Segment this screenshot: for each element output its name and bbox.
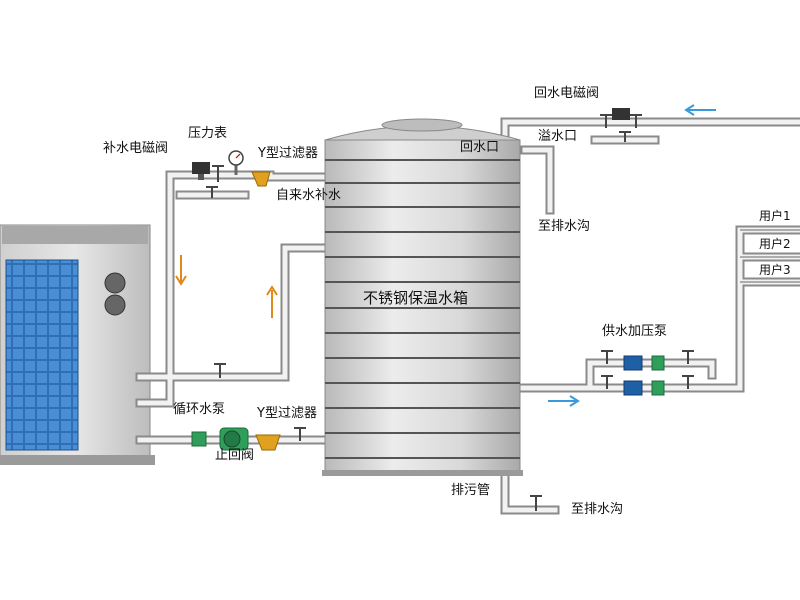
makeup-solenoid-valve [192, 162, 210, 180]
bypass-valve-top [206, 186, 218, 198]
label-user-2: 用户2 [759, 237, 791, 251]
label-return-valve: 回水电磁阀 [534, 86, 600, 101]
label-circ-pump: 循环水泵 [173, 402, 226, 417]
gate-valve-bottom [294, 427, 306, 441]
user-branch-lines [740, 229, 800, 283]
flow-arrow-up [266, 285, 278, 318]
label-makeup-valve: 补水电磁阀 [103, 141, 169, 156]
label-to-drain-bottom: 至排水沟 [571, 502, 624, 517]
label-tap-water: 自来水补水 [276, 188, 342, 203]
label-supply-pump: 供水加压泵 [602, 324, 668, 339]
label-y-filter-top: Y型过滤器 [258, 146, 318, 161]
gate-valve-top-left [212, 165, 224, 182]
label-user-3: 用户3 [759, 263, 791, 277]
label-pressure-gauge: 压力表 [188, 126, 228, 141]
label-y-filter-bottom: Y型过滤器 [257, 406, 317, 421]
label-check-valve: 止回阀 [215, 448, 255, 463]
label-return-port: 回水口 [460, 140, 500, 155]
label-sewage-pipe: 排污管 [451, 483, 491, 498]
flow-arrow-supply-right [548, 395, 580, 407]
flow-arrow-return-left [684, 104, 716, 116]
label-tank: 不锈钢保温水箱 [363, 289, 469, 307]
label-to-drain-top: 至排水沟 [538, 219, 591, 234]
sewage-valve [530, 495, 542, 511]
supply-pumps [601, 350, 694, 396]
return-solenoid-valve [600, 108, 642, 142]
flow-arrow-down [175, 255, 187, 286]
return-line-valve [214, 363, 226, 378]
circulation-pump [191, 427, 249, 451]
heat-pump-unit [0, 224, 155, 465]
stainless-tank [322, 118, 523, 476]
pressure-gauge [228, 150, 244, 175]
y-filter-bottom [255, 434, 281, 451]
y-filter-top [251, 171, 271, 187]
label-overflow-port: 溢水口 [538, 129, 578, 144]
label-user-1: 用户1 [759, 209, 791, 223]
